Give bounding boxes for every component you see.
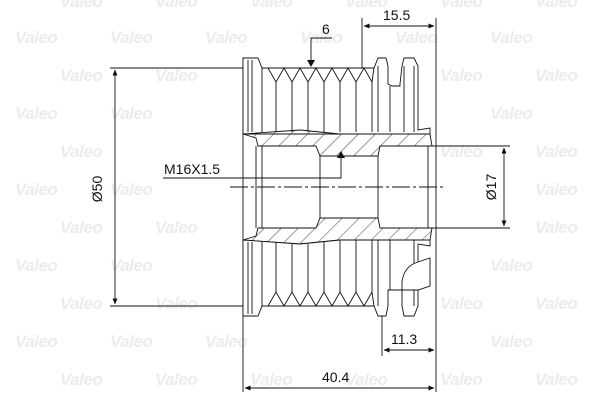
watermark: Valeo: [60, 66, 103, 85]
watermark: Valeo: [490, 104, 533, 123]
watermark: Valeo: [395, 28, 438, 47]
watermark: Valeo: [60, 370, 103, 389]
watermark: Valeo: [205, 28, 248, 47]
watermark: Valeo: [60, 294, 103, 313]
watermark: Valeo: [110, 256, 153, 275]
watermark: Valeo: [440, 142, 483, 161]
watermark: Valeo: [155, 218, 198, 237]
watermark: Valeo: [110, 180, 153, 199]
watermark: Valeo: [60, 218, 103, 237]
watermark: Valeo: [15, 104, 58, 123]
watermark: Valeo: [155, 66, 198, 85]
watermark: Valeo: [345, 0, 388, 11]
watermark: Valeo: [15, 28, 58, 47]
watermark: Valeo: [60, 0, 103, 11]
dim-flange-width: 11.3: [391, 331, 418, 347]
watermark: Valeo: [535, 294, 578, 313]
watermark: Valeo: [250, 370, 293, 389]
dim-overall-length: 40.4: [322, 369, 350, 385]
dim-clutch-width: 15.5: [383, 7, 411, 23]
watermark: Valeo: [490, 332, 533, 351]
watermark: Valeo: [440, 370, 483, 389]
watermark: Valeo: [60, 142, 103, 161]
dim-bore-diameter: Ø17: [483, 173, 500, 201]
watermark: Valeo: [535, 370, 578, 389]
watermark: Valeo: [155, 0, 198, 11]
watermark: Valeo: [490, 256, 533, 275]
watermark: Valeo: [440, 294, 483, 313]
leader-thread: [163, 155, 342, 179]
watermark: Valeo: [15, 256, 58, 275]
watermark: Valeo: [205, 332, 248, 351]
pulley-body: [242, 57, 433, 317]
watermark: Valeo: [110, 104, 153, 123]
watermark: Valeo: [535, 66, 578, 85]
watermark: Valeo: [535, 180, 578, 199]
leader-groove-pitch: [310, 37, 332, 62]
watermark: Valeo: [490, 28, 533, 47]
watermark: Valeo: [250, 0, 293, 11]
watermark: Valeo: [440, 66, 483, 85]
dim-groove-pitch: 6: [322, 21, 330, 37]
watermark: Valeo: [345, 370, 388, 389]
watermark: Valeo: [155, 294, 198, 313]
dim-thread: M16X1.5: [164, 161, 221, 177]
watermark: Valeo: [15, 180, 58, 199]
watermark: Valeo: [535, 142, 578, 161]
watermark: Valeo: [15, 332, 58, 351]
watermark: Valeo: [535, 0, 578, 11]
watermark: Valeo: [440, 0, 483, 11]
watermark: Valeo: [110, 332, 153, 351]
watermark: Valeo: [110, 28, 153, 47]
watermark: Valeo: [155, 370, 198, 389]
dim-outer-diameter: Ø50: [89, 175, 106, 203]
watermark: Valeo: [535, 218, 578, 237]
